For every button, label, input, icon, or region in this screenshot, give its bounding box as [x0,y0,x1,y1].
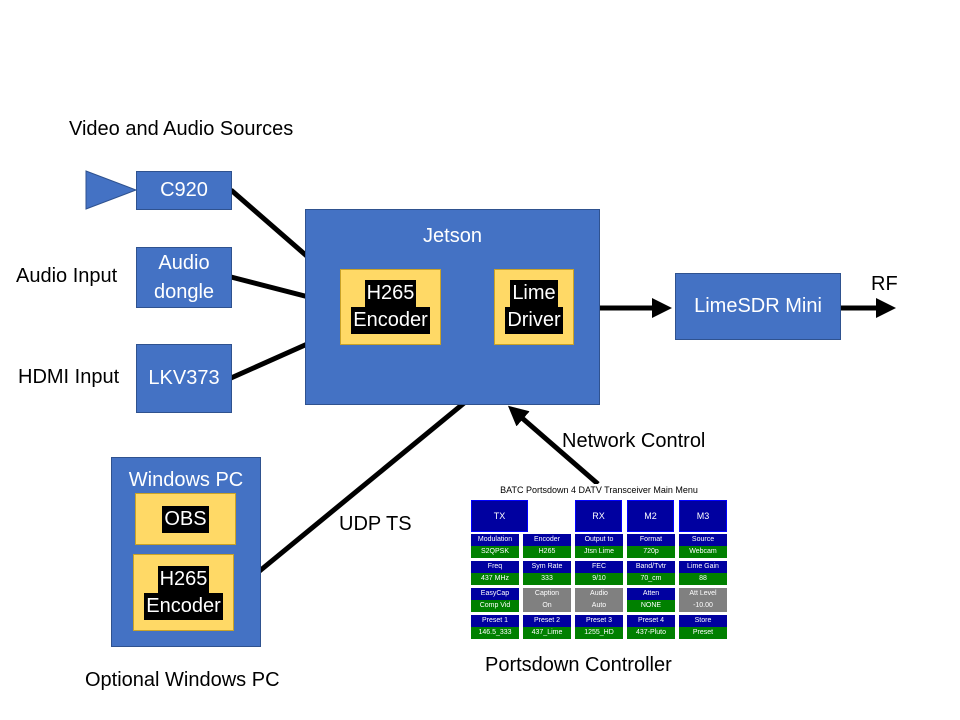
menu-button-heading: Sym Rate [523,561,571,573]
menu-button-heading: Band/Tvtr [627,561,675,573]
hdmi-input-label: HDMI Input [18,366,120,388]
audio-dongle-line1: Audio [158,251,210,274]
menu-button-heading: EasyCap [471,588,519,600]
camera-icon [85,170,138,210]
menu-button-value: Comp Vid [471,600,519,612]
pc-h265-encoder-box: H265 Encoder [133,554,234,631]
menu-button-heading: Modulation [471,534,519,546]
portsdown-controller-label: Portsdown Controller [485,654,672,676]
pc-h265-encoder-line1: H265 [157,565,210,593]
audio-dongle-box: Audio dongle [136,247,232,308]
menu-button-heading: Store [679,615,727,627]
menu-button-value: 720p [627,546,675,558]
menu-button-value: S2QPSK [471,546,519,558]
menu-button-value: Webcam [679,546,727,558]
menu-button-value: 146.5_333 [471,627,519,639]
rx-button[interactable]: RX [575,500,622,532]
menu-button-heading: Audio [575,588,623,600]
menu-button-value: 1255_HD [575,627,623,639]
menu-button-value: 9/10 [575,573,623,585]
menu-button-heading: Output to [575,534,623,546]
menu-button-value: 333 [523,573,571,585]
optional-windows-pc-label: Optional Windows PC [85,669,280,691]
menu-button-heading: Lime Gain [679,561,727,573]
lime-driver-box: Lime Driver [494,269,574,345]
obs-label: OBS [162,505,209,533]
jetson-label: Jetson [423,225,482,247]
limesdr-mini-box: LimeSDR Mini [675,273,841,340]
h265-encoder-line1: H265 [364,280,417,307]
c920-label: C920 [160,179,208,201]
menu-button-value: -10.00 [679,600,727,612]
menu-button-value: 437-Pluto [627,627,675,639]
video-audio-sources-label: Video and Audio Sources [69,118,294,140]
m3-button[interactable]: M3 [679,500,727,532]
udp-ts-label: UDP TS [339,513,412,535]
menu-button-value: Preset [679,627,727,639]
menu-button-heading: Preset 3 [575,615,623,627]
menu-button-value: 437 MHz [471,573,519,585]
menu-button-heading: Preset 2 [523,615,571,627]
audio-input-label: Audio Input [16,265,118,287]
c920-box: C920 [136,171,232,210]
menu-button-heading: Preset 1 [471,615,519,627]
menu-button-value: Jtsn Lime [575,546,623,558]
menu-button-value: H265 [523,546,571,558]
menu-button-value: 70_cm [627,573,675,585]
menu-button-heading: Format [627,534,675,546]
menu-button-heading: Preset 4 [627,615,675,627]
menu-button-heading: Encoder [523,534,571,546]
lkv373-box: LKV373 [136,344,232,413]
menu-button-heading: Att Level [679,588,727,600]
menu-button-value: NONE [627,600,675,612]
windows-pc-label: Windows PC [128,469,244,491]
menu-button-value: 88 [679,573,727,585]
menu-button-heading: Caption [523,588,571,600]
lime-driver-line2: Driver [505,307,563,334]
menu-button-value: Auto [575,600,623,612]
arrow-controller-to-jetson [507,405,600,486]
lkv373-label: LKV373 [148,367,220,389]
menu-button-heading: FEC [575,561,623,573]
menu-button-heading: Atten [627,588,675,600]
pc-h265-encoder-line2: Encoder [144,592,223,620]
obs-box: OBS [135,493,236,545]
portsdown-menu-title: BATC Portsdown 4 DATV Transceiver Main M… [500,485,698,495]
menu-button-value: On [523,600,571,612]
limesdr-mini-label: LimeSDR Mini [694,295,822,317]
h265-encoder-line2: Encoder [351,307,430,334]
tx-button[interactable]: TX [471,500,528,532]
menu-button-value: 437_Lime [523,627,571,639]
audio-dongle-line2: dongle [153,280,215,303]
portsdown-menu: BATC Portsdown 4 DATV Transceiver Main M… [468,484,730,642]
m2-button[interactable]: M2 [627,500,674,532]
menu-button-heading: Source [679,534,727,546]
menu-button[interactable]: Att Level-10.00 [679,588,727,612]
menu-button-heading: Freq [471,561,519,573]
rf-label: RF [871,273,898,295]
network-control-label: Network Control [562,430,706,452]
h265-encoder-box: H265 Encoder [340,269,441,345]
lime-driver-line1: Lime [510,280,558,307]
